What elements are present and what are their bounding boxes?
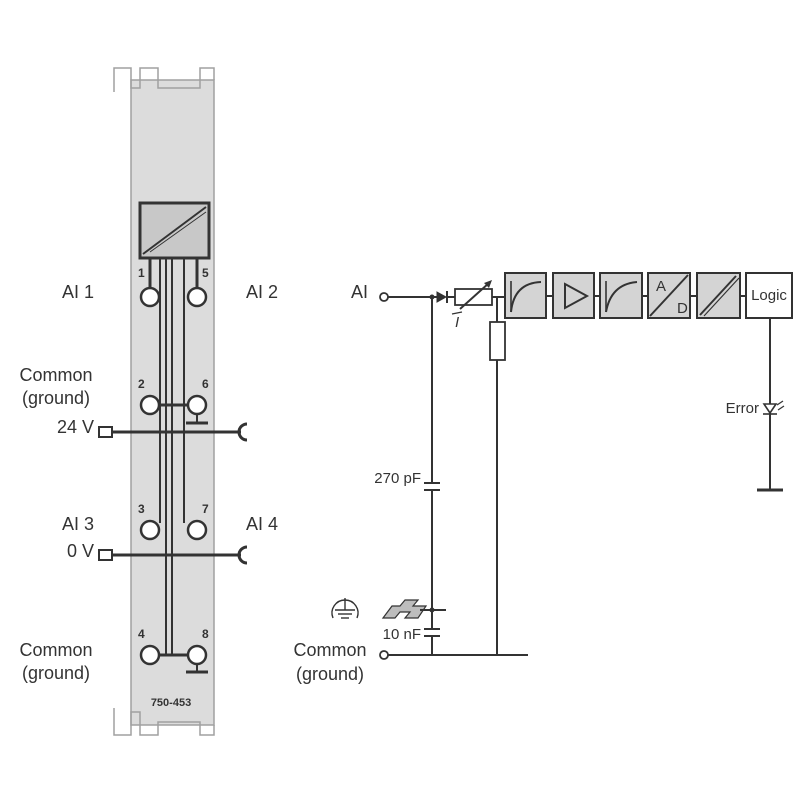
current-arrow — [451, 311, 463, 315]
schematic-input-label: AI — [351, 282, 368, 302]
schematic-common-label-1: Common — [293, 640, 366, 660]
current-label: I — [455, 314, 459, 331]
label-common-top-2: (ground) — [22, 388, 90, 408]
variable-resistor-arrowhead — [484, 280, 492, 288]
din-rail-icon — [381, 599, 428, 619]
error-led-ray-1 — [776, 400, 784, 406]
terminal-number-4: 4 — [138, 627, 145, 641]
terminal-number-2: 2 — [138, 377, 145, 391]
power-contact-24v-right — [237, 422, 248, 442]
error-led-icon — [762, 403, 778, 415]
label-ai3: AI 3 — [62, 514, 94, 534]
adc-diagonal — [649, 274, 689, 317]
common-terminal — [379, 650, 389, 660]
terminal-3[interactable] — [139, 519, 161, 541]
converter-diagonal — [142, 206, 207, 255]
terminal-number-1: 1 — [138, 266, 145, 280]
terminal-number-5: 5 — [202, 266, 209, 280]
capacitor-10-label: 10 nF — [383, 626, 421, 643]
label-common-bottom-1: Common — [19, 640, 92, 660]
terminal-number-8: 8 — [202, 627, 209, 641]
label-common-bottom-2: (ground) — [22, 663, 90, 683]
terminal-2[interactable] — [139, 394, 161, 416]
isolation-diagonal-1 — [699, 275, 737, 316]
label-common-top-1: Common — [19, 365, 92, 385]
module-bottom-clip — [113, 708, 215, 736]
power-contact-0v-right — [237, 545, 248, 565]
error-label: Error — [726, 400, 759, 417]
terminal-number-6: 6 — [202, 377, 209, 391]
label-ai1: AI 1 — [62, 282, 94, 302]
filter-block-1-curve — [510, 281, 542, 313]
part-number: 750-453 — [151, 697, 191, 709]
diode-icon — [436, 291, 448, 303]
converter-diagonal-2 — [149, 211, 207, 253]
capacitor-270-label: 270 pF — [374, 470, 421, 487]
terminal-4[interactable] — [139, 644, 161, 666]
input-terminal — [379, 292, 389, 302]
label-0v: 0 V — [67, 541, 94, 561]
din-rail-node — [429, 607, 435, 613]
terminal-7[interactable] — [186, 519, 208, 541]
isolation-diagonal-2 — [703, 277, 740, 317]
adc-label-a: A — [656, 278, 666, 295]
terminal-number-3: 3 — [138, 502, 145, 516]
terminal-number-7: 7 — [202, 502, 209, 516]
terminal-8[interactable] — [186, 644, 208, 666]
terminal-6[interactable] — [186, 394, 208, 416]
variable-resistor-arrow — [459, 282, 490, 310]
schematic-common-label-2: (ground) — [296, 664, 364, 684]
terminal-1[interactable] — [139, 286, 161, 308]
label-ai2: AI 2 — [246, 282, 278, 302]
module-top-clip — [113, 67, 215, 92]
shunt-resistor — [489, 321, 506, 361]
terminal-5[interactable] — [186, 286, 208, 308]
amplifier-block — [552, 272, 595, 319]
logic-label: Logic — [751, 287, 787, 304]
label-24v: 24 V — [57, 417, 94, 437]
amplifier-icon — [564, 282, 590, 310]
label-ai4: AI 4 — [246, 514, 278, 534]
error-led-ray-2 — [777, 405, 785, 411]
power-contact-0v-left — [98, 549, 113, 561]
earth-ground-icon — [331, 598, 359, 619]
adc-label-d: D — [677, 300, 688, 317]
power-contact-24v-left — [98, 426, 113, 438]
input-schematic: AI I A D — [293, 272, 793, 684]
module-750-453: 1 5 2 6 3 7 4 8 750-453 — [98, 67, 248, 736]
filter-block-2-curve — [605, 281, 638, 313]
